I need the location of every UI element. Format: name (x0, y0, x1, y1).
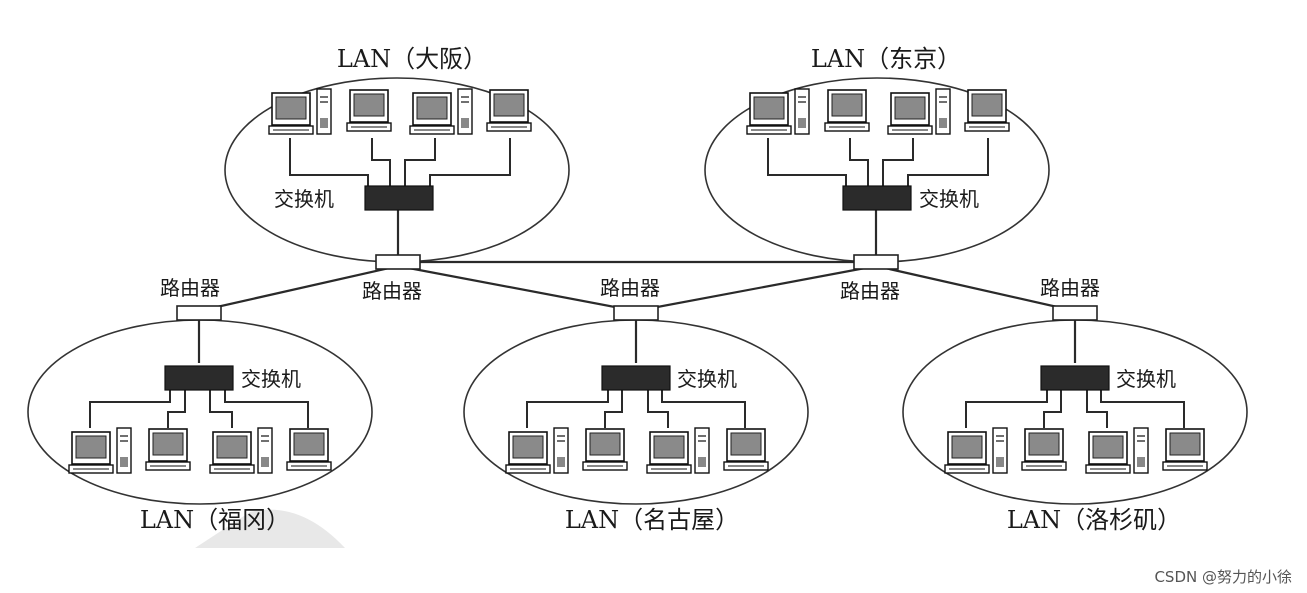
computer-icon (646, 427, 710, 474)
computer-icon (582, 428, 628, 471)
lan-nagoya-wiring (526, 390, 746, 428)
router-fukuoka (176, 305, 222, 321)
lan-osaka-title: LAN（大阪） (337, 45, 487, 73)
computer-icon (409, 88, 473, 135)
lan-la-title: LAN（洛杉矶） (1007, 506, 1181, 534)
lan-tokyo-title: LAN（东京） (811, 45, 961, 73)
router-nagoya-label: 路由器 (600, 276, 660, 300)
watermark-shape (195, 509, 345, 548)
computer-icon (346, 89, 392, 132)
computer-icon (1021, 428, 1067, 471)
router-osaka-label: 路由器 (362, 279, 422, 303)
switch-nagoya (601, 365, 671, 391)
switch-tokyo-label: 交换机 (919, 187, 979, 211)
computer-icon (68, 427, 132, 474)
lan-tokyo-wiring (767, 138, 989, 188)
router-la (1052, 305, 1098, 321)
computer-icon (964, 89, 1010, 132)
lan-fukuoka-wiring (89, 390, 309, 428)
computer-icon (268, 88, 332, 135)
computer-icon (824, 89, 870, 132)
switch-nagoya-label: 交换机 (677, 367, 737, 391)
computer-icon (486, 89, 532, 132)
computer-icon (209, 427, 273, 474)
lan-la-wiring (965, 390, 1185, 428)
computer-icon (944, 427, 1008, 474)
router-tokyo (853, 254, 899, 270)
switch-osaka (364, 185, 434, 211)
computer-icon (1162, 428, 1208, 471)
switch-la (1040, 365, 1110, 391)
computer-icon (723, 428, 769, 471)
router-la-label: 路由器 (1040, 276, 1100, 300)
lan-osaka-wiring (289, 138, 511, 188)
switch-la-label: 交换机 (1116, 367, 1176, 391)
switch-osaka-label: 交换机 (274, 187, 334, 211)
computer-icon (145, 428, 191, 471)
router-fukuoka-label: 路由器 (160, 276, 220, 300)
computer-icon (286, 428, 332, 471)
computer-icon (887, 88, 951, 135)
watermark-text: CSDN @努力的小徐 (1154, 568, 1292, 586)
wan-links (197, 210, 1077, 363)
switch-fukuoka-label: 交换机 (241, 367, 301, 391)
router-nagoya (613, 305, 659, 321)
switch-tokyo (842, 185, 912, 211)
switch-fukuoka (164, 365, 234, 391)
lan-nagoya-title: LAN（名古屋） (565, 506, 739, 534)
router-tokyo-label: 路由器 (840, 279, 900, 303)
computer-icon (1085, 427, 1149, 474)
router-osaka (375, 254, 421, 270)
computer-icon (505, 427, 569, 474)
computer-icon (746, 88, 810, 135)
lan-fukuoka-title: LAN（福冈） (140, 506, 290, 534)
